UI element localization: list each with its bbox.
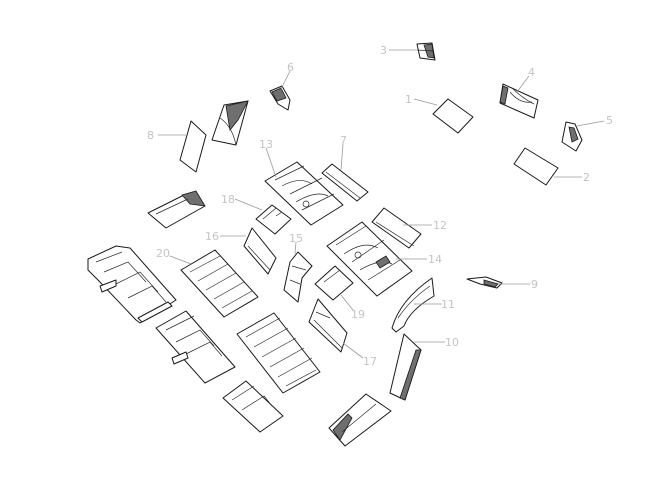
part-5 xyxy=(561,121,583,152)
callout-14: 14 xyxy=(428,253,442,266)
callout-13: 13 xyxy=(259,138,273,151)
callout-4: 4 xyxy=(528,66,535,79)
part-1 xyxy=(432,98,474,134)
callout-17: 17 xyxy=(363,355,377,368)
part-7 xyxy=(321,163,369,202)
callout-10: 10 xyxy=(445,336,459,349)
callout-7: 7 xyxy=(340,134,347,147)
leader-lines xyxy=(158,49,605,359)
part-2 xyxy=(513,147,559,186)
part-14 xyxy=(326,221,413,297)
callout-12: 12 xyxy=(433,219,447,232)
part-10 xyxy=(389,333,422,401)
part-bottom-left xyxy=(222,380,284,433)
part-15 xyxy=(283,251,313,303)
part-9 xyxy=(466,276,503,289)
part-17 xyxy=(308,298,348,353)
callout-2: 2 xyxy=(583,171,590,184)
part-8 xyxy=(179,100,249,173)
part-16 xyxy=(243,227,277,275)
part-left-bracket xyxy=(147,190,206,229)
callout-1: 1 xyxy=(405,93,412,106)
part-4 xyxy=(499,83,539,119)
part-3 xyxy=(416,42,436,61)
part-12 xyxy=(371,207,422,249)
callout-9: 9 xyxy=(531,278,538,291)
callout-19: 19 xyxy=(351,308,365,321)
part-rear-frame xyxy=(87,245,177,324)
callout-8: 8 xyxy=(147,129,154,142)
callout-6: 6 xyxy=(287,61,294,74)
callout-11: 11 xyxy=(441,298,455,311)
part-6 xyxy=(269,85,291,111)
part-19 xyxy=(314,265,354,301)
part-18 xyxy=(255,204,292,235)
part-bottom-center xyxy=(328,393,392,447)
callout-15: 15 xyxy=(289,232,303,245)
part-13 xyxy=(264,161,344,226)
part-11 xyxy=(391,277,435,333)
callout-18: 18 xyxy=(221,193,235,206)
callout-20: 20 xyxy=(156,247,170,260)
part-center-floor xyxy=(236,312,321,394)
callout-5: 5 xyxy=(606,114,613,127)
part-left-floor xyxy=(155,310,236,384)
part-20 xyxy=(180,249,259,318)
callout-3: 3 xyxy=(380,44,387,57)
callout-16: 16 xyxy=(205,230,219,243)
callout-labels: 3 1 4 5 6 2 8 7 13 18 12 16 14 15 20 9 1… xyxy=(147,44,613,368)
